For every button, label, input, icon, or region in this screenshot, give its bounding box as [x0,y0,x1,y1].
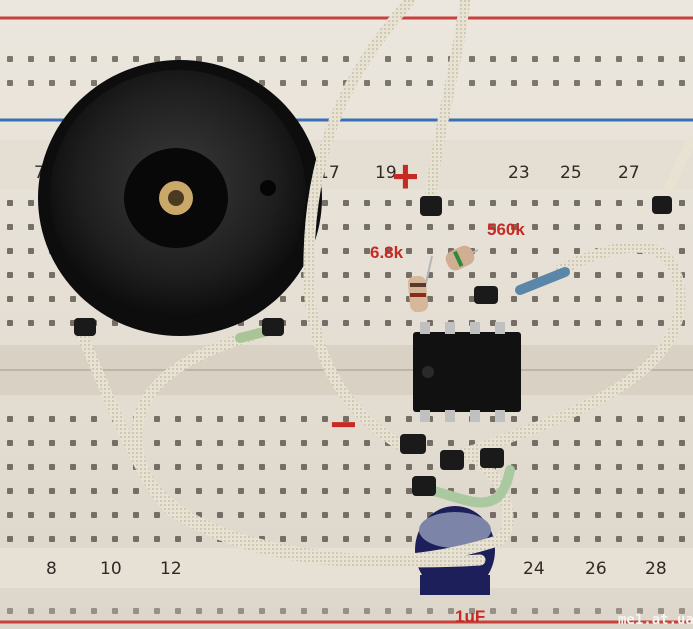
watermark: me1.at.ua [618,612,693,628]
resistor-label-6k8: 6.8k [370,243,404,262]
board-number: 12 [160,559,182,579]
ic-chip-dip8 [413,322,521,422]
board-number: 26 [585,559,607,579]
wire-ends [74,196,672,496]
capacitor-1uf [415,506,495,595]
resistor-6k8 [407,255,433,313]
annotations: + − 6.8k 560k 1uF [330,150,525,626]
board-number: 10 [100,559,122,579]
minus-annotation: − [330,398,357,450]
board-number: 8 [46,559,57,579]
board-number: 19 [375,163,397,183]
board-number: 25 [560,163,582,183]
board-number: 24 [523,559,545,579]
resistor-label-560k: 560k [487,220,525,239]
capacitor-label-1uf: 1uF [455,607,485,626]
board-number: 23 [508,163,530,183]
board-number: 7 [34,163,45,183]
resistor-560k [445,245,479,271]
board-number: 28 [645,559,667,579]
piezo-buzzer [38,60,322,336]
jumper-wires [74,0,693,568]
plus-annotation: + [392,150,419,202]
board-number: 27 [618,163,640,183]
